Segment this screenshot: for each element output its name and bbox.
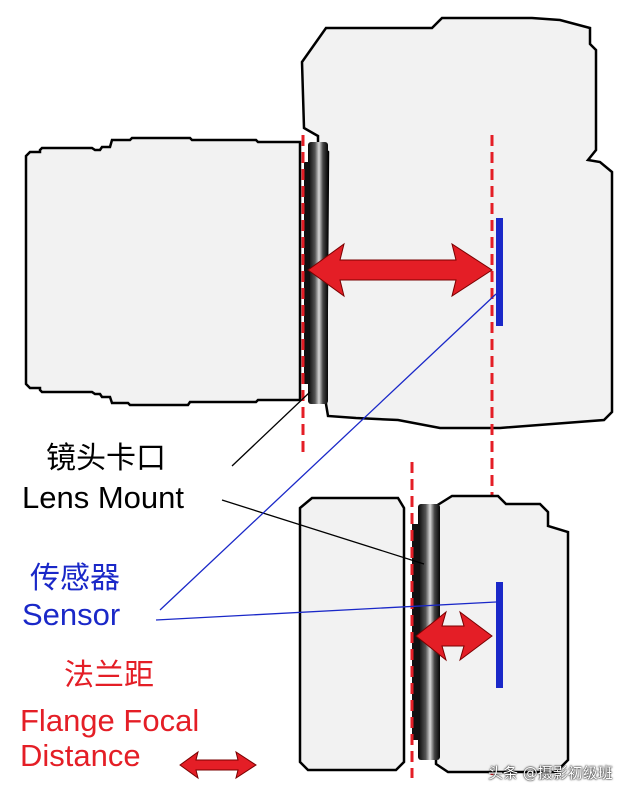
dslr-sensor bbox=[496, 218, 503, 326]
dslr-flange-distance-arrow bbox=[307, 242, 493, 298]
sensor-leader-line-mirrorless bbox=[155, 601, 497, 621]
sensor-label-en: Sensor bbox=[22, 597, 121, 632]
lens-mount-label-zh: 镜头卡口 bbox=[46, 441, 166, 476]
sensor-label-zh: 传感器 bbox=[30, 561, 120, 596]
dslr-mount-flange bbox=[304, 162, 310, 384]
flange-distance-label-zh: 法兰距 bbox=[64, 658, 154, 693]
dslr-lens-body bbox=[24, 136, 302, 407]
flange-distance-label-en-line2: Distance bbox=[20, 738, 141, 773]
legend-flange-arrow bbox=[179, 750, 257, 780]
dslr-camera-body bbox=[300, 16, 614, 430]
mirrorless-flange-distance-arrow bbox=[415, 610, 493, 662]
mirrorless-mount-flange bbox=[412, 524, 420, 740]
mirrorless-lens-body bbox=[298, 496, 406, 772]
watermark: 头条 @摄影初级班 bbox=[488, 764, 613, 782]
mount-leader-line-dslr bbox=[231, 391, 311, 467]
lens-mount-label-en: Lens Mount bbox=[22, 480, 184, 515]
flange-distance-label-en-line1: Flange Focal bbox=[20, 703, 200, 738]
sensor-leader-line-dslr bbox=[159, 293, 497, 611]
mount-leader-line-mirrorless bbox=[221, 499, 425, 565]
mirrorless-sensor bbox=[496, 582, 503, 688]
